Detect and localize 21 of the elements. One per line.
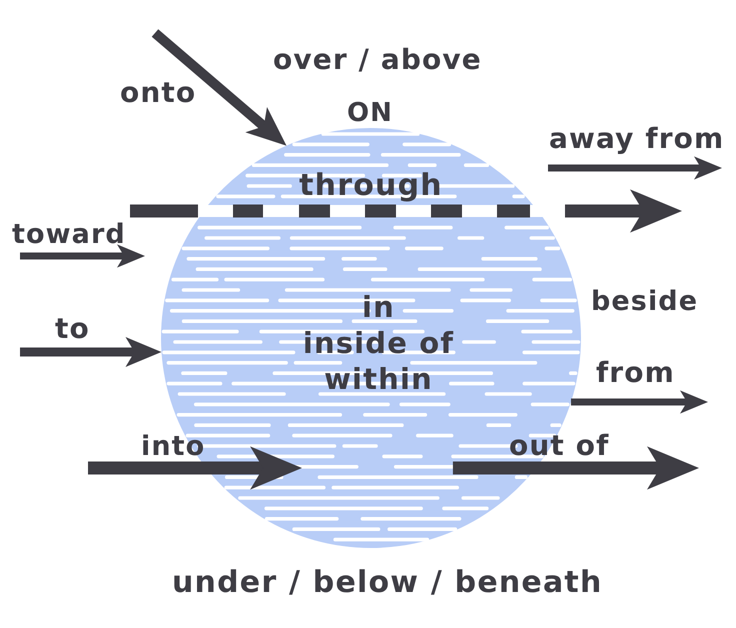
preposition-label: away from (549, 125, 724, 153)
edge-label: into (141, 433, 206, 460)
arrow (20, 337, 162, 367)
preposition-label: over / above (273, 46, 482, 74)
arrow (88, 446, 302, 490)
arrow (452, 446, 699, 490)
sphere-text: in (362, 289, 395, 325)
sphere-text: within (324, 361, 433, 397)
edge-label: from (596, 359, 675, 387)
edge-label: out of (509, 432, 610, 460)
edge-label: onto (120, 79, 196, 107)
sphere-text: through (299, 168, 443, 204)
preposition-label: ON (347, 100, 393, 126)
arrow (152, 29, 287, 146)
preposition-label: beside (591, 288, 698, 315)
sphere-top-segment (208, 128, 534, 205)
sphere-text: inside of (302, 325, 454, 361)
arrow (571, 390, 708, 414)
edge-label: to (55, 315, 90, 343)
preposition-label: toward (12, 221, 126, 248)
preposition-label: under / below / beneath (172, 568, 603, 598)
